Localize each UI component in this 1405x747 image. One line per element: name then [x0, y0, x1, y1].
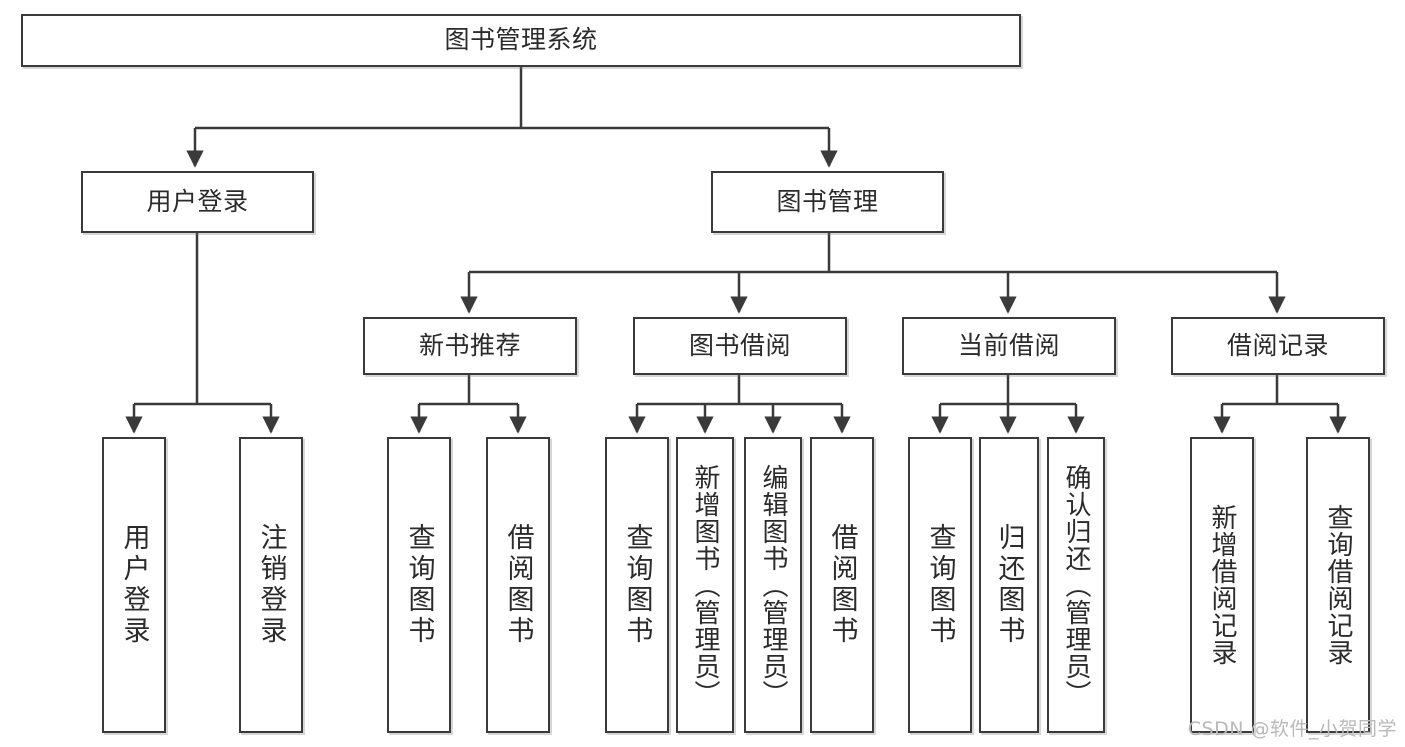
node-book-manage-label: 图书管理: [776, 186, 879, 216]
node-borrow-record[interactable]: 借阅记录: [1171, 317, 1385, 375]
node-leaf-user-login-label: 用户登录: [118, 523, 150, 647]
node-book-manage[interactable]: 图书管理: [711, 171, 944, 233]
node-leaf-borrow-book-1[interactable]: 借阅图书: [486, 437, 550, 733]
node-leaf-query-book-3-label: 查询图书: [924, 523, 956, 647]
node-leaf-query-book-1[interactable]: 查询图书: [387, 437, 451, 733]
node-leaf-logout-label: 注销登录: [255, 523, 287, 647]
node-root-label: 图书管理系统: [444, 25, 598, 55]
node-new-book-recommend-label: 新书推荐: [418, 330, 521, 360]
node-user-login[interactable]: 用户登录: [81, 171, 314, 233]
node-leaf-return-book[interactable]: 归还图书: [979, 437, 1039, 733]
node-leaf-edit-book[interactable]: 编辑图书（管理员）: [744, 437, 802, 733]
node-leaf-user-login[interactable]: 用户登录: [102, 437, 166, 733]
node-borrow-record-label: 借阅记录: [1226, 330, 1329, 360]
node-user-login-label: 用户登录: [146, 186, 249, 216]
node-new-book-recommend[interactable]: 新书推荐: [363, 317, 577, 375]
node-leaf-add-book-label: 新增图书（管理员）: [690, 463, 720, 707]
node-leaf-borrow-book-2[interactable]: 借阅图书: [810, 437, 874, 733]
node-leaf-confirm-return[interactable]: 确认归还（管理员）: [1047, 437, 1105, 733]
node-leaf-add-record-label: 新增借阅记录: [1207, 504, 1237, 666]
node-leaf-borrow-book-1-label: 借阅图书: [502, 523, 534, 647]
node-leaf-query-record-label: 查询借阅记录: [1323, 504, 1353, 666]
node-leaf-edit-book-label: 编辑图书（管理员）: [758, 463, 788, 707]
node-book-borrow[interactable]: 图书借阅: [633, 317, 847, 375]
node-leaf-add-record[interactable]: 新增借阅记录: [1190, 437, 1254, 733]
node-leaf-query-book-1-label: 查询图书: [403, 523, 435, 647]
node-leaf-return-book-label: 归还图书: [993, 523, 1025, 647]
node-leaf-logout[interactable]: 注销登录: [239, 437, 303, 733]
node-leaf-query-book-3[interactable]: 查询图书: [908, 437, 972, 733]
node-current-borrow-label: 当前借阅: [957, 330, 1060, 360]
node-leaf-confirm-return-label: 确认归还（管理员）: [1061, 463, 1091, 707]
node-book-borrow-label: 图书借阅: [688, 330, 791, 360]
node-leaf-query-book-2-label: 查询图书: [621, 523, 653, 647]
node-leaf-add-book[interactable]: 新增图书（管理员）: [676, 437, 734, 733]
node-current-borrow[interactable]: 当前借阅: [902, 317, 1116, 375]
node-leaf-query-book-2[interactable]: 查询图书: [605, 437, 669, 733]
node-leaf-query-record[interactable]: 查询借阅记录: [1306, 437, 1370, 733]
node-root[interactable]: 图书管理系统: [21, 14, 1021, 67]
node-leaf-borrow-book-2-label: 借阅图书: [826, 523, 858, 647]
